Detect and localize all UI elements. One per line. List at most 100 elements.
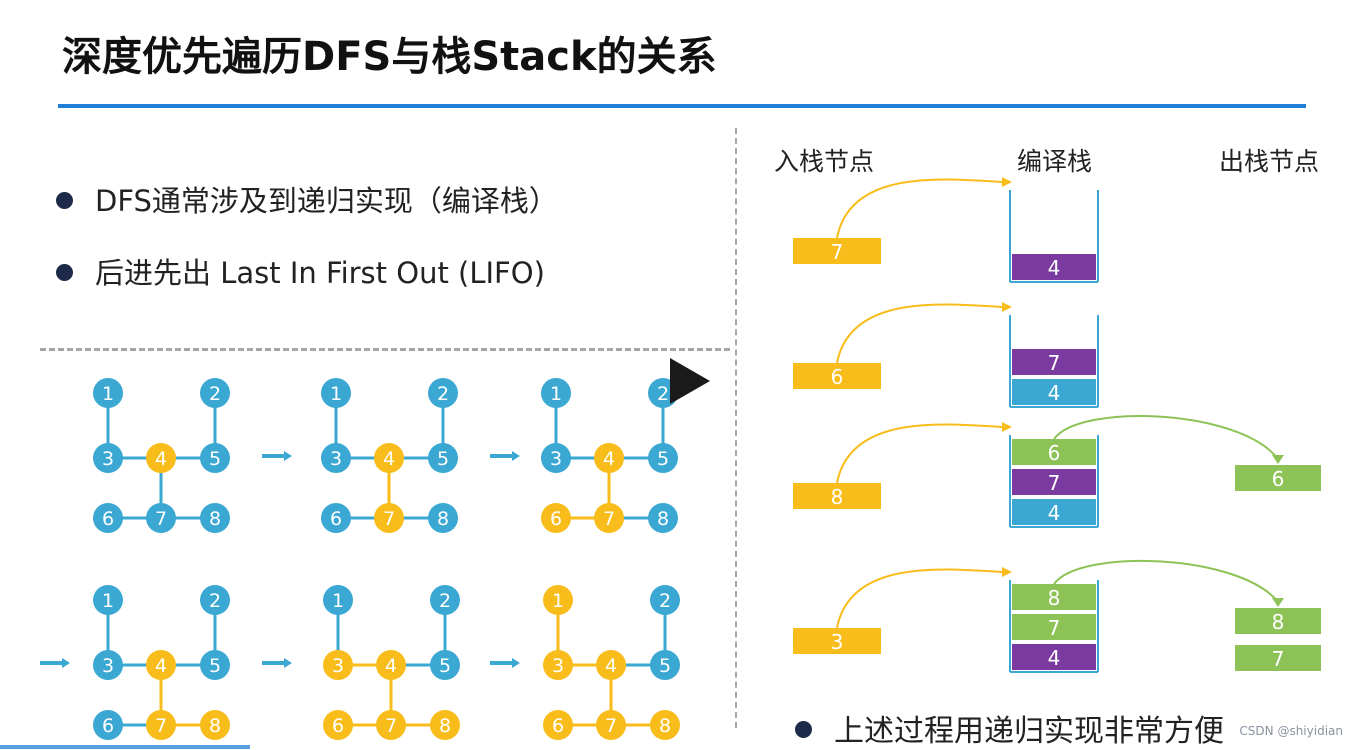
graph-node-label: 5 — [437, 448, 449, 470]
column-header-stack: 编译栈 — [1017, 147, 1093, 176]
graph-node-label: 4 — [155, 655, 167, 677]
flow-arrow-head-icon — [512, 658, 520, 668]
graph-node-label: 1 — [332, 590, 344, 612]
push-arrow-head-icon — [1002, 177, 1012, 187]
graph-node-5 — [648, 443, 678, 473]
graph-node-4 — [374, 443, 404, 473]
progress-bar — [0, 745, 250, 749]
footer-bullet-text: 上述过程用递归实现非常方便 — [834, 714, 1224, 749]
graph-node-5 — [200, 650, 230, 680]
graph-node-label: 5 — [209, 448, 221, 470]
page-title: 深度优先遍历DFS与栈Stack的关系 — [62, 34, 717, 80]
graph-node-label: 5 — [209, 655, 221, 677]
graph-node-6 — [321, 503, 351, 533]
graph-node-8 — [648, 503, 678, 533]
bullet-text: 后进先出 Last In First Out (LIFO) — [95, 256, 545, 290]
flow-arrow-head-icon — [512, 451, 520, 461]
pop-arrow — [1053, 559, 1279, 603]
graph-node-label: 3 — [332, 655, 344, 677]
stack-item — [1012, 499, 1096, 525]
graph-node-3 — [93, 443, 123, 473]
push-node-label: 3 — [831, 630, 844, 654]
stack-item — [1012, 614, 1096, 640]
pop-node-box — [1235, 465, 1321, 491]
graph-node-8 — [200, 710, 230, 740]
stack-item-label: 7 — [1048, 471, 1061, 495]
stack-item — [1012, 644, 1096, 670]
watermark-credit: CSDN @shiyidian — [1239, 724, 1343, 738]
graph-node-2 — [430, 585, 460, 615]
bullet-dot-icon — [56, 263, 73, 281]
stack-item — [1012, 379, 1096, 405]
graph-node-6 — [93, 503, 123, 533]
graph-node-7 — [374, 503, 404, 533]
graph-node-label: 8 — [659, 715, 671, 737]
graph-node-label: 3 — [550, 448, 562, 470]
graph-node-4 — [594, 443, 624, 473]
push-node-box — [793, 628, 881, 654]
graph-node-1 — [93, 378, 123, 408]
graph-node-label: 6 — [332, 715, 344, 737]
graph-node-label: 6 — [102, 508, 114, 530]
stack-item-label: 7 — [1048, 351, 1061, 375]
stack-item-label: 7 — [1048, 616, 1061, 640]
graph-node-label: 7 — [605, 715, 617, 737]
graph-node-label: 8 — [439, 715, 451, 737]
stack-item — [1012, 349, 1096, 375]
push-node-label: 8 — [831, 485, 844, 509]
graph-node-label: 2 — [659, 590, 671, 612]
push-node-box — [793, 238, 881, 264]
graph-node-2 — [200, 378, 230, 408]
bullet-item-2: 后进先出 Last In First Out (LIFO) — [56, 250, 545, 292]
flow-arrow-head-icon — [62, 658, 70, 668]
stack-item-label: 8 — [1048, 586, 1061, 610]
stack-item — [1012, 584, 1096, 610]
graph-node-8 — [650, 710, 680, 740]
graph-node-7 — [376, 710, 406, 740]
flow-arrow-head-icon — [284, 451, 292, 461]
graph-node-label: 4 — [383, 448, 395, 470]
graph-node-5 — [200, 443, 230, 473]
play-icon[interactable] — [662, 354, 716, 408]
graph-node-label: 7 — [155, 715, 167, 737]
graph-node-7 — [596, 710, 626, 740]
stack-item — [1012, 469, 1096, 495]
graph-node-3 — [541, 443, 571, 473]
push-node-box — [793, 363, 881, 389]
push-node-label: 6 — [831, 365, 844, 389]
footer-bullet: 上述过程用递归实现非常方便 — [795, 706, 1224, 750]
graph-node-4 — [146, 650, 176, 680]
graph-node-label: 1 — [550, 383, 562, 405]
graph-node-7 — [594, 503, 624, 533]
pop-arrow — [1053, 415, 1279, 460]
graph-node-6 — [541, 503, 571, 533]
push-arrow — [836, 423, 1003, 484]
graph-node-label: 6 — [102, 715, 114, 737]
graph-node-1 — [323, 585, 353, 615]
graph-node-label: 7 — [603, 508, 615, 530]
stack-item-label: 4 — [1048, 646, 1061, 670]
graph-node-label: 6 — [330, 508, 342, 530]
graph-node-label: 1 — [102, 383, 114, 405]
bullet-dot-icon — [56, 191, 73, 209]
graph-node-label: 2 — [439, 590, 451, 612]
graph-node-label: 8 — [209, 508, 221, 530]
stack-item-label: 4 — [1048, 381, 1061, 405]
vertical-divider — [735, 128, 737, 728]
graph-node-label: 7 — [155, 508, 167, 530]
push-arrow — [836, 178, 1003, 239]
pop-arrow-head-icon — [1272, 598, 1284, 607]
pop-node-label: 6 — [1272, 467, 1285, 491]
graph-node-label: 3 — [102, 655, 114, 677]
graph-node-4 — [376, 650, 406, 680]
graph-node-1 — [541, 378, 571, 408]
graph-node-6 — [93, 710, 123, 740]
graph-node-label: 6 — [550, 508, 562, 530]
stack-item-label: 4 — [1048, 256, 1061, 280]
push-arrow-head-icon — [1002, 302, 1012, 312]
graph-node-3 — [323, 650, 353, 680]
graph-node-2 — [200, 585, 230, 615]
graph-node-label: 8 — [437, 508, 449, 530]
graph-node-label: 2 — [209, 590, 221, 612]
